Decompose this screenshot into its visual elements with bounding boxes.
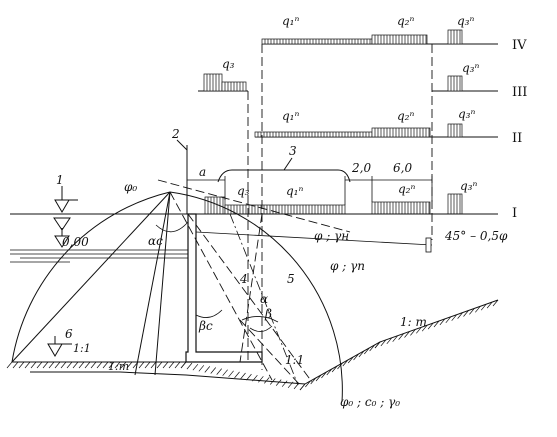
ground-hatching — [6, 299, 499, 391]
load-ii-q2: q₂ⁿ — [397, 109, 414, 123]
soil-params: φ ; γn — [330, 259, 365, 273]
soil-upper-params: φ ; γн — [314, 229, 349, 243]
level-label-i: I — [512, 206, 517, 221]
load-iv-q1: q₁ⁿ — [282, 14, 299, 28]
load-ii-q1: q₁ⁿ — [282, 109, 299, 123]
lines-4-5: 4 5 — [239, 213, 301, 386]
angles-alpha-beta: α β βc — [195, 292, 279, 333]
load-level-ii: q₁ⁿ q₂ⁿ q₃ⁿ II — [254, 107, 522, 146]
water-level-label: 0,00 — [62, 235, 89, 249]
load-iv-q3: q₃ⁿ — [457, 14, 474, 28]
slope-11-left: 1:1 — [73, 342, 91, 355]
load-i-q3: q₃ — [237, 184, 250, 198]
level-label-ii: II — [512, 131, 522, 146]
label-3: 3 — [289, 144, 297, 158]
right-slope: 1: m 1:1 — [285, 299, 499, 385]
dim-2: 2,0 — [351, 161, 371, 175]
slope-m-right: 1: m — [400, 315, 427, 329]
alpha: α — [260, 292, 268, 306]
load-iii-q3: q₃ — [222, 57, 235, 71]
label-2: 2 — [171, 127, 180, 141]
slope-11-right: 1:1 — [285, 353, 304, 367]
level-label-iii: III — [512, 85, 527, 100]
phi0-top: φ₀ — [124, 180, 137, 194]
label-5: 5 — [287, 272, 295, 286]
load-iv-blocks — [261, 29, 463, 45]
water-area — [10, 249, 188, 263]
dim-6: 6,0 — [393, 161, 412, 175]
water-level-marker: 0,00 — [54, 228, 89, 249]
load-iii-q3n: q₃ⁿ — [462, 61, 479, 75]
beta: β — [264, 307, 272, 321]
load-i-q2: q₂ⁿ — [398, 182, 415, 196]
dim-a: a — [199, 165, 206, 179]
load-level-i: q₃ q₁ⁿ q₂ⁿ q₃ⁿ I — [204, 179, 517, 221]
slip-circle — [11, 191, 343, 403]
load-iv-q2: q₂ⁿ — [397, 14, 414, 28]
angle-formula: 45° – 0,5φ — [444, 229, 508, 243]
angle-alpha-c: φ₀ αc — [124, 180, 189, 248]
vertical-dashes — [247, 44, 433, 370]
slope-m-left: 1:m — [108, 360, 129, 373]
line-2: 2 — [171, 127, 188, 214]
alpha-c: αc — [148, 234, 163, 248]
level-marker-1: 1 — [53, 173, 78, 231]
load-hatching — [206, 30, 461, 214]
label-1: 1 — [56, 173, 64, 187]
load-i-q3n: q₃ⁿ — [460, 179, 477, 193]
level-label-iv: IV — [512, 38, 527, 53]
load-ii-q3: q₃ⁿ — [458, 107, 475, 121]
load-i-q1: q₁ⁿ — [286, 184, 303, 198]
radial-lines — [11, 179, 351, 386]
label-4: 4 — [239, 272, 248, 286]
anchor-rod: 45° – 0,5φ — [195, 229, 508, 253]
retaining-wall — [185, 213, 263, 363]
load-level-iv: q₁ⁿ q₂ⁿ q₃ⁿ IV — [261, 14, 527, 53]
beta-c: βc — [198, 319, 213, 333]
soil-base-params: φ₀ ; c₀ ; γ₀ — [340, 395, 400, 409]
brace-3: 3 — [217, 144, 351, 183]
label-6: 6 — [65, 327, 73, 341]
load-level-iii: q₃ q₃ⁿ III — [198, 57, 527, 100]
